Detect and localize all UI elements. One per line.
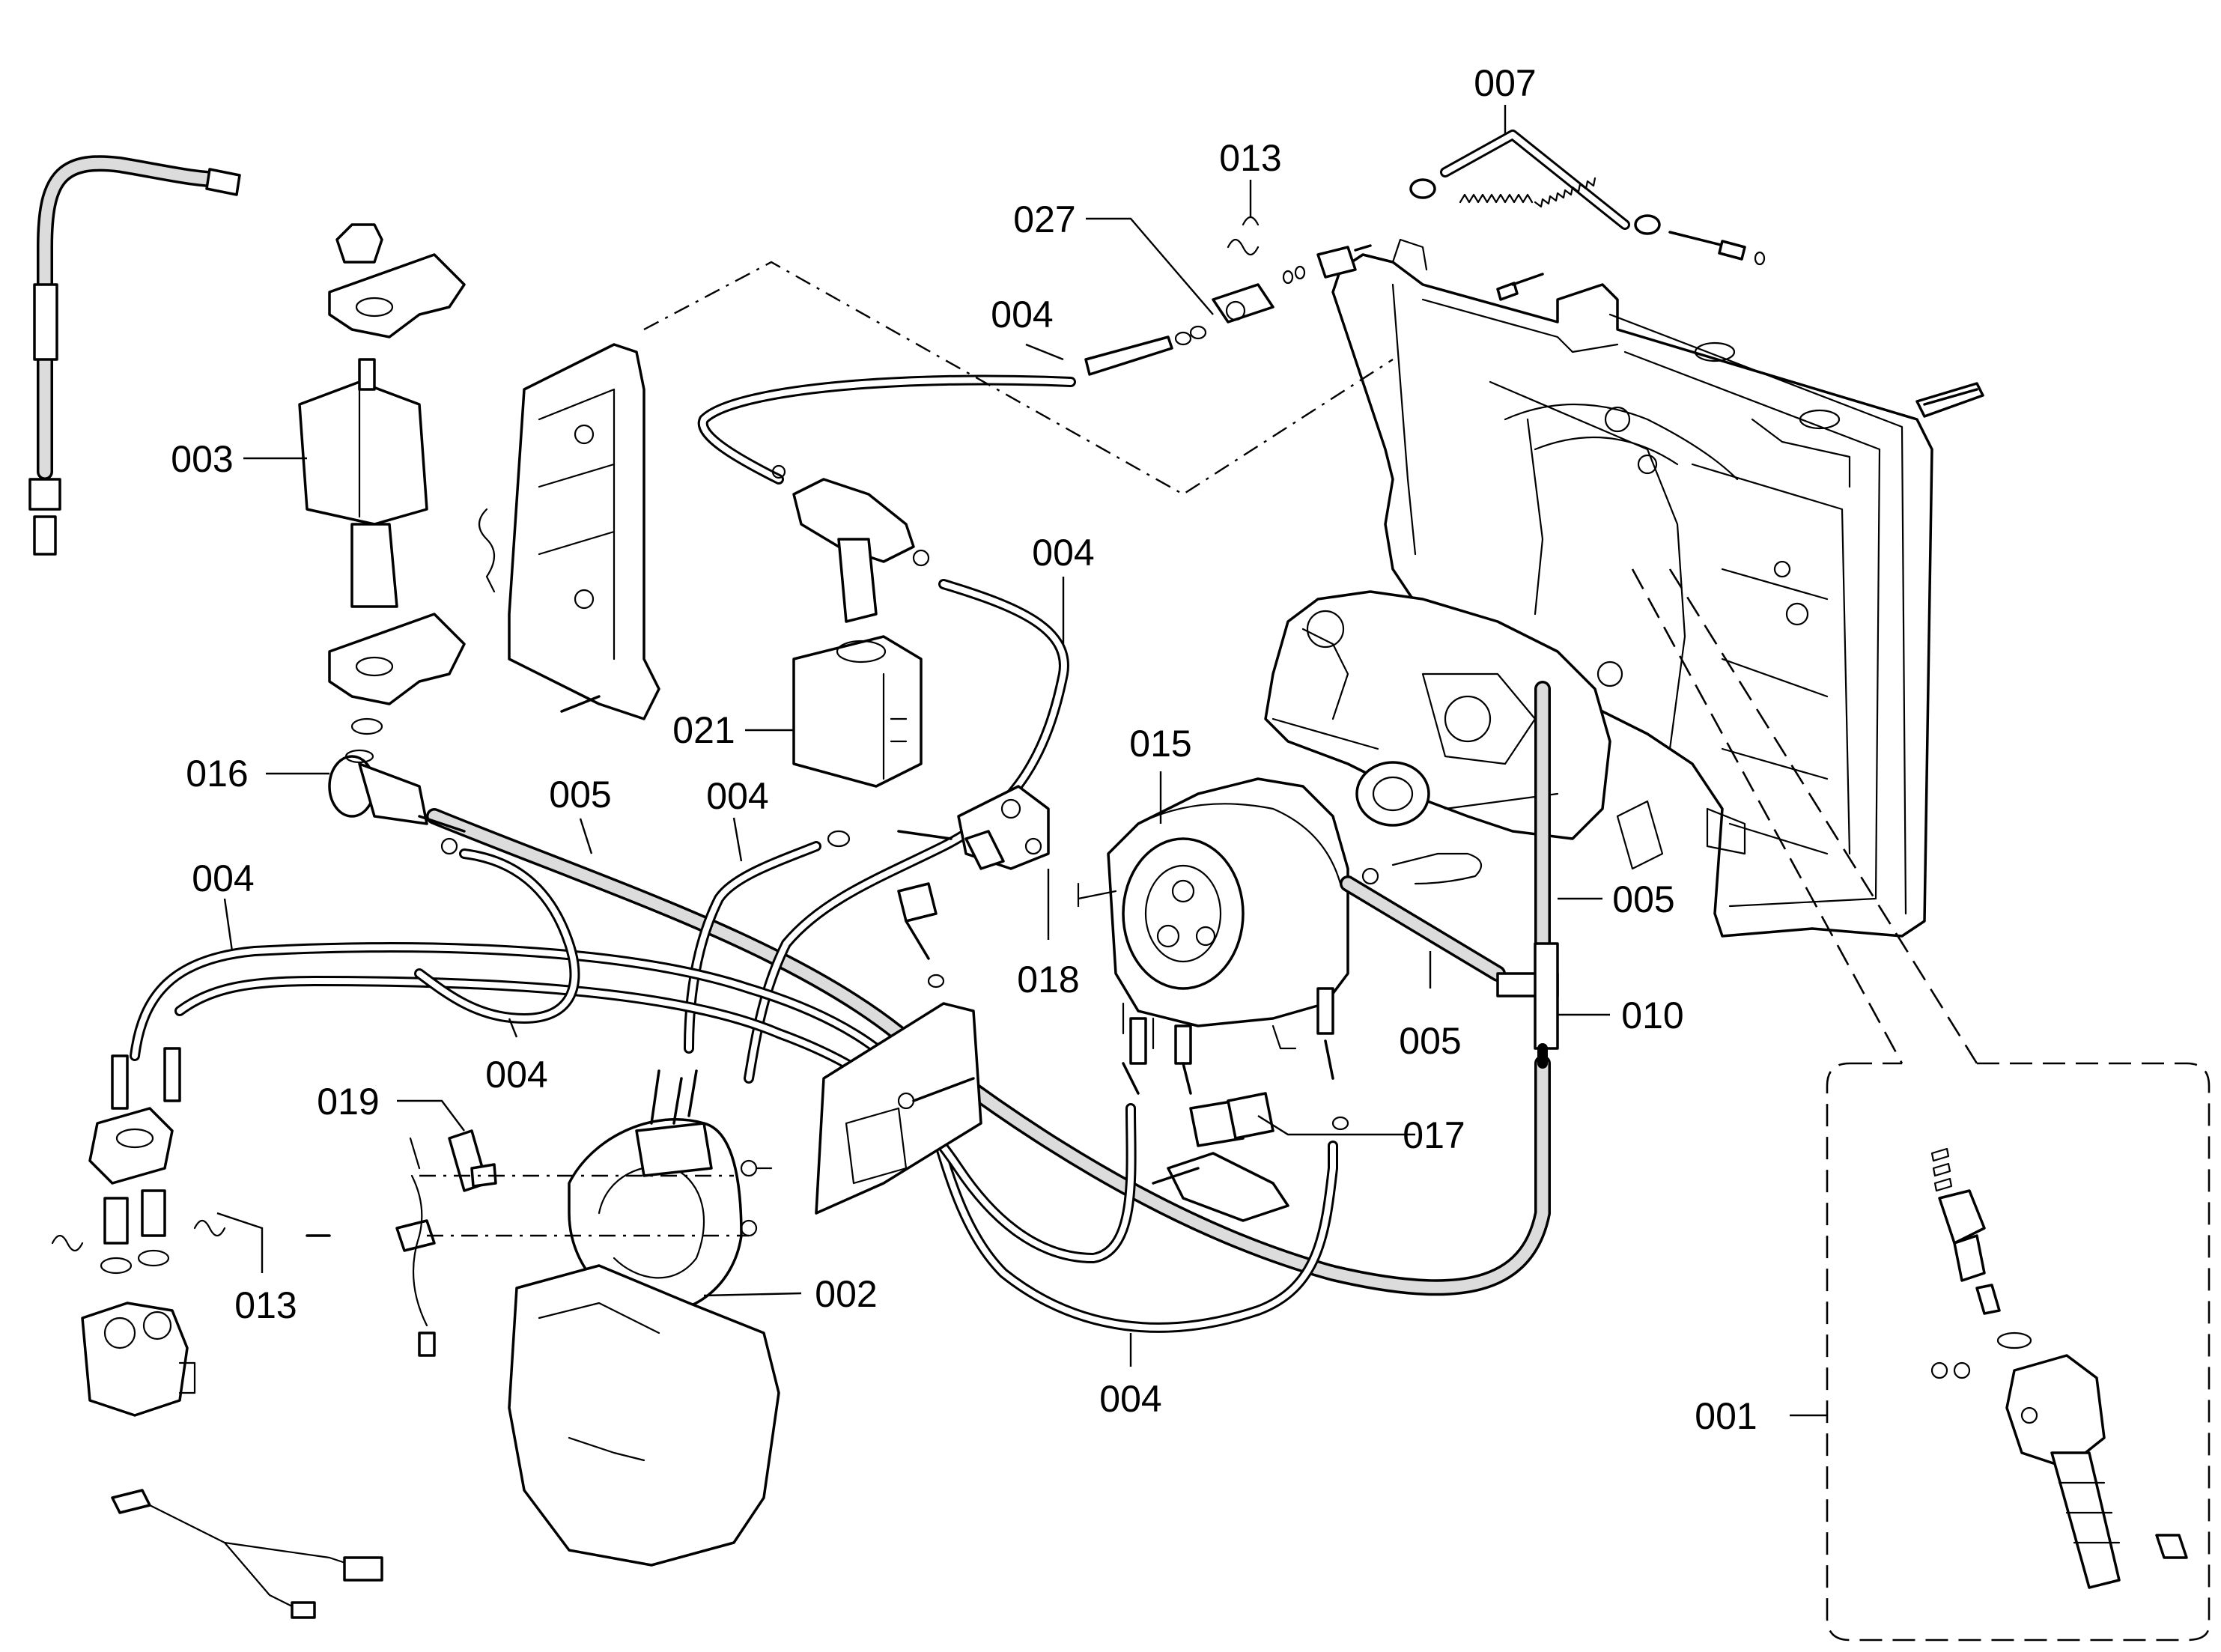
callout-004-left: 004 (192, 857, 254, 899)
part-018-valve-block (827, 785, 1050, 989)
thermoblock-015 (1077, 777, 1483, 1095)
part-010-t-connector (1496, 942, 1559, 1069)
steel-bracket (815, 1002, 982, 1215)
brew-unit-housing (1264, 590, 1623, 840)
part-017-thermostats (1152, 1092, 1349, 1222)
callout-001: 001 (1695, 1395, 1757, 1437)
reference-lines (419, 261, 1394, 1237)
part-016-regulator (328, 749, 466, 855)
callout-005-left: 005 (549, 774, 611, 816)
part-002-heater (508, 1069, 780, 1567)
callout-016: 016 (186, 753, 248, 795)
part-021-pump (771, 464, 930, 788)
part-013-inlet-valve (51, 1047, 226, 1417)
part-019-fuse (306, 1129, 497, 1357)
callout-004-top: 004 (991, 294, 1053, 335)
hose-005-group (426, 681, 1551, 1296)
callout-005-right: 005 (1612, 878, 1674, 920)
callout-004-center: 004 (706, 775, 768, 817)
detail-box-001 (1631, 568, 2211, 1642)
callout-021: 021 (672, 709, 735, 751)
callout-003: 003 (171, 438, 233, 480)
main-frame-housing (1331, 238, 1984, 938)
callout-007: 007 (1474, 62, 1536, 104)
callout-017: 017 (1403, 1114, 1465, 1156)
callout-019: 019 (317, 1081, 379, 1123)
callout-labels: 007 013 027 004 003 004 021 015 016 005 … (171, 62, 1757, 1437)
callout-004-bottom: 004 (1099, 1378, 1161, 1420)
callout-015: 015 (1129, 723, 1191, 765)
leader-lines (216, 105, 1827, 1417)
callout-018: 018 (1017, 959, 1079, 1000)
callout-004-mid: 004 (1032, 532, 1094, 574)
callout-005-lower: 005 (1399, 1020, 1461, 1062)
callout-004-lower-left: 004 (485, 1054, 547, 1096)
braided-hose-top-left (28, 155, 241, 556)
callout-027: 027 (1013, 198, 1075, 240)
mounting-bracket (478, 343, 660, 720)
callout-013-bottom: 013 (234, 1284, 297, 1326)
callout-010: 010 (1621, 994, 1683, 1036)
callout-002: 002 (815, 1273, 877, 1315)
part-003-solenoid-valve (298, 223, 466, 735)
callout-013-top: 013 (1219, 137, 1281, 179)
part-013-027-connector (1084, 216, 1372, 376)
part-007-tube-spring (1409, 130, 1766, 266)
wiring-harness (111, 1489, 383, 1619)
